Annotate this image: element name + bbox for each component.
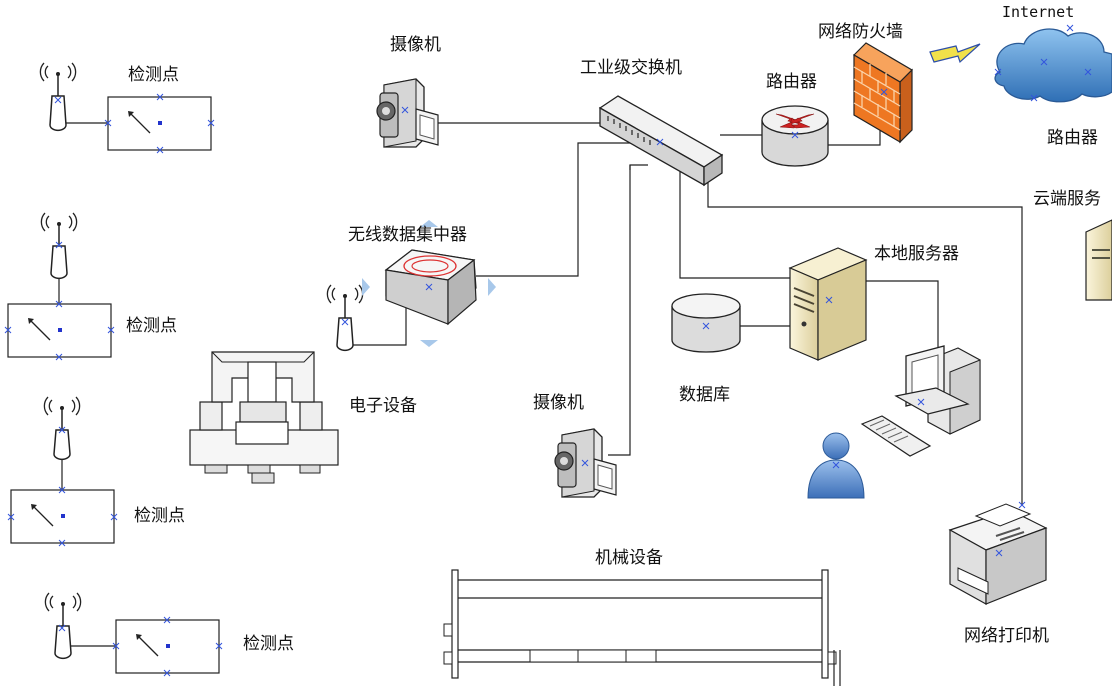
server-icon: [1085, 219, 1112, 301]
connection-lines: [58, 100, 1023, 647]
connector-marker: [112, 642, 120, 650]
connector-marker: [401, 106, 409, 114]
connector-marker: [1066, 24, 1074, 32]
link-server-workstation: [866, 280, 939, 355]
antenna-icon: [326, 284, 364, 352]
camera-icon: [554, 428, 617, 498]
connector-marker: [341, 318, 349, 326]
link-switch-camera2: [608, 165, 631, 456]
connector-marker: [1030, 94, 1038, 102]
connector-marker: [163, 669, 171, 677]
label-cloud-server: 云端服务: [1033, 189, 1101, 209]
connector-marker: [156, 93, 164, 101]
connector-marker: [880, 88, 888, 96]
label-cloud-router: 路由器: [1047, 128, 1098, 148]
connector-marker: [55, 241, 63, 249]
connector-marker: [207, 119, 215, 127]
router-icon: [761, 105, 829, 167]
firewall-icon: [853, 42, 913, 144]
connector-marker: [215, 642, 223, 650]
connector-marker: [54, 96, 62, 104]
connector-marker: [156, 146, 164, 154]
connector-marker: [104, 119, 112, 127]
link-collector-switch: [476, 142, 648, 277]
connector-marker: [832, 461, 840, 469]
label-detection-point-4: 检测点: [243, 634, 294, 654]
connector-marker: [825, 296, 833, 304]
antenna-icon: [39, 62, 77, 132]
connector-marker: [1018, 501, 1026, 509]
connector-marker: [1040, 58, 1048, 66]
cloud-icon: [994, 28, 1112, 103]
mechanical-device-icon: [443, 569, 841, 686]
label-switch: 工业级交换机: [580, 58, 682, 78]
connector-marker: [4, 326, 12, 334]
detection-point-box: [10, 489, 115, 544]
workstation-icon: [860, 345, 981, 457]
connector-marker: [58, 486, 66, 494]
wireless-collector-icon: [362, 220, 496, 347]
antenna-icon: [44, 592, 82, 660]
antenna-icon: [40, 212, 78, 280]
label-camera-1: 摄像机: [390, 35, 441, 55]
server-icon: [788, 247, 868, 361]
connector-marker: [425, 283, 433, 291]
connector-marker: [917, 398, 925, 406]
link-switch-camera2-a: [629, 164, 648, 170]
connector-marker: [55, 353, 63, 361]
label-electronic-device: 电子设备: [349, 396, 417, 416]
antenna-icon: [43, 396, 81, 461]
label-camera-2: 摄像机: [533, 393, 584, 413]
connector-marker: [791, 131, 799, 139]
link-switch-printer: [707, 178, 1023, 505]
label-network-printer: 网络打印机: [964, 626, 1049, 646]
label-detection-point-1: 检测点: [128, 65, 179, 85]
camera-icon: [376, 78, 439, 148]
connector-marker: [58, 539, 66, 547]
lightning-icon: [929, 43, 981, 64]
connector-marker: [995, 549, 1003, 557]
link-collector-antenna: [346, 304, 407, 346]
connector-marker: [58, 426, 66, 434]
connector-marker: [55, 300, 63, 308]
label-router: 路由器: [766, 72, 817, 92]
connector-marker: [656, 138, 664, 146]
detection-point-box: [107, 96, 212, 151]
switch-icon: [598, 95, 724, 187]
connector-marker: [702, 322, 710, 330]
detection-point-box: [115, 619, 220, 674]
user-icon: [807, 432, 865, 499]
label-internet: Internet: [1002, 3, 1075, 21]
connector-marker: [163, 616, 171, 624]
printer-icon: [948, 503, 1048, 606]
label-wireless-collector: 无线数据集中器: [348, 225, 467, 245]
label-database: 数据库: [679, 385, 730, 405]
connector-marker: [58, 624, 66, 632]
link-switch-server: [679, 168, 790, 279]
connector-marker: [581, 459, 589, 467]
connector-marker: [994, 68, 1002, 76]
label-mechanical-device: 机械设备: [595, 548, 663, 568]
connector-marker: [1084, 68, 1092, 76]
connector-marker: [107, 326, 115, 334]
label-local-server: 本地服务器: [874, 244, 959, 264]
connector-marker: [7, 513, 15, 521]
connector-markers: [4, 24, 1092, 677]
connector-marker: [110, 513, 118, 521]
detection-point-box: [7, 303, 112, 358]
database-icon: [671, 293, 741, 353]
label-firewall: 网络防火墙: [818, 22, 903, 42]
electronic-device-icon: [189, 351, 339, 484]
label-detection-point-2: 检测点: [126, 316, 177, 336]
label-detection-point-3: 检测点: [134, 506, 185, 526]
